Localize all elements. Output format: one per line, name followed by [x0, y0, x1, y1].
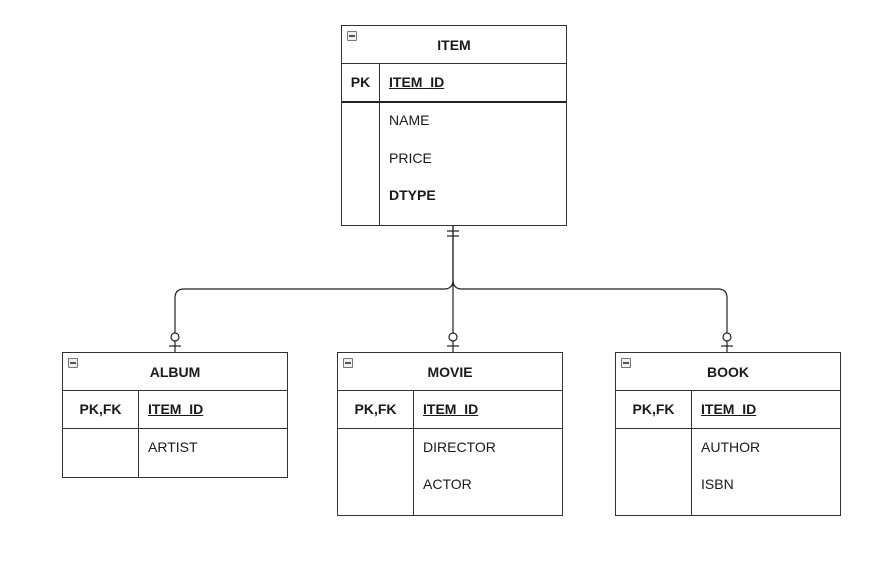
entity-item-column-divider [379, 63, 380, 225]
entity-item-pk-field: ITEM_ID [389, 74, 445, 90]
cardinality-zero-circle-book [722, 332, 732, 342]
entity-book-key-label: PK,FK [632, 401, 675, 417]
entity-album-pk-field: ITEM_ID [148, 401, 204, 417]
entity-item-attribute: NAME [389, 112, 430, 128]
entity-item-pk-row: PK ITEM_ID [342, 63, 566, 103]
entity-album[interactable]: ALBUM PK,FK ITEM_ID ARTIST [62, 352, 288, 478]
entity-item-header: ITEM [342, 26, 566, 64]
entity-movie-column-divider [413, 390, 414, 515]
entity-item[interactable]: ITEM PK ITEM_ID NAME PRICE DTYPE [341, 25, 567, 226]
entity-movie-attribute: ACTOR [423, 476, 472, 492]
entity-album-attribute: ARTIST [148, 439, 198, 455]
relationship-line-item-album [174, 225, 454, 352]
collapse-icon[interactable] [621, 358, 631, 368]
entity-movie-key-label: PK,FK [354, 401, 397, 417]
entity-album-column-divider [138, 390, 139, 477]
entity-book[interactable]: BOOK PK,FK ITEM_ID AUTHOR ISBN [615, 352, 841, 516]
relationship-line-item-book [452, 279, 728, 352]
entity-item-attribute: DTYPE [389, 187, 436, 203]
entity-book-attribute: ISBN [701, 476, 734, 492]
entity-item-title: ITEM [437, 36, 471, 53]
entity-movie[interactable]: MOVIE PK,FK ITEM_ID DIRECTOR ACTOR [337, 352, 563, 516]
entity-book-pk-row: PK,FK ITEM_ID [616, 390, 840, 429]
entity-album-pk-row: PK,FK ITEM_ID [63, 390, 287, 429]
entity-book-header: BOOK [616, 353, 840, 391]
entity-album-key-label: PK,FK [79, 401, 122, 417]
entity-item-attribute: PRICE [389, 150, 432, 166]
entity-movie-title: MOVIE [427, 363, 473, 380]
entity-movie-attribute: DIRECTOR [423, 439, 496, 455]
collapse-icon[interactable] [343, 358, 353, 368]
entity-album-title: ALBUM [149, 363, 201, 380]
collapse-icon[interactable] [347, 31, 357, 41]
entity-album-header: ALBUM [63, 353, 287, 391]
entity-book-attribute: AUTHOR [701, 439, 761, 455]
entity-book-column-divider [691, 390, 692, 515]
entity-movie-header: MOVIE [338, 353, 562, 391]
entity-item-key-label: PK [350, 74, 371, 90]
entity-movie-pk-row: PK,FK ITEM_ID [338, 390, 562, 429]
cardinality-zero-circle-movie [448, 332, 458, 342]
entity-book-title: BOOK [707, 363, 749, 380]
entity-book-pk-field: ITEM_ID [701, 401, 757, 417]
entity-movie-pk-field: ITEM_ID [423, 401, 479, 417]
cardinality-zero-circle-album [170, 332, 180, 342]
collapse-icon[interactable] [68, 358, 78, 368]
